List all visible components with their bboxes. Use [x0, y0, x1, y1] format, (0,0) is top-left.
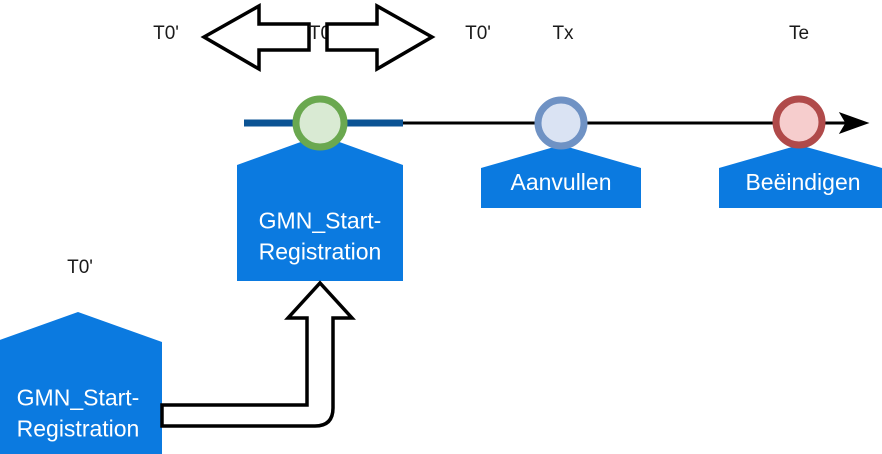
event-circle-end: [772, 95, 826, 149]
callout-start-registration: [237, 135, 403, 281]
left-block-arrow: [200, 3, 311, 73]
callout-start-registration-alt: [0, 312, 162, 454]
callout-start-registration-alt-label: GMN_Start-Registration: [17, 385, 140, 442]
event-circle-intermediate: [534, 96, 588, 150]
event-circle-start: [292, 95, 348, 151]
callout-beeindigen: [719, 145, 882, 208]
callout-beeindigen-label: Beëindigen: [745, 169, 860, 195]
timeline-arrowhead: [838, 112, 870, 134]
label-te: Te: [789, 23, 809, 44]
label-t0-prime-bottom: T0': [67, 257, 93, 278]
label-t0-prime-right: T0': [465, 23, 491, 44]
callout-aanvullen: [481, 145, 641, 208]
callout-aanvullen-label: Aanvullen: [510, 169, 611, 195]
callout-start-registration-line1: GMN_Start-Registration: [259, 208, 382, 265]
connector-block-arrow: [160, 280, 356, 428]
label-t0-prime-left: T0': [153, 23, 179, 44]
right-block-arrow: [325, 3, 436, 73]
label-tx: Tx: [552, 23, 574, 44]
